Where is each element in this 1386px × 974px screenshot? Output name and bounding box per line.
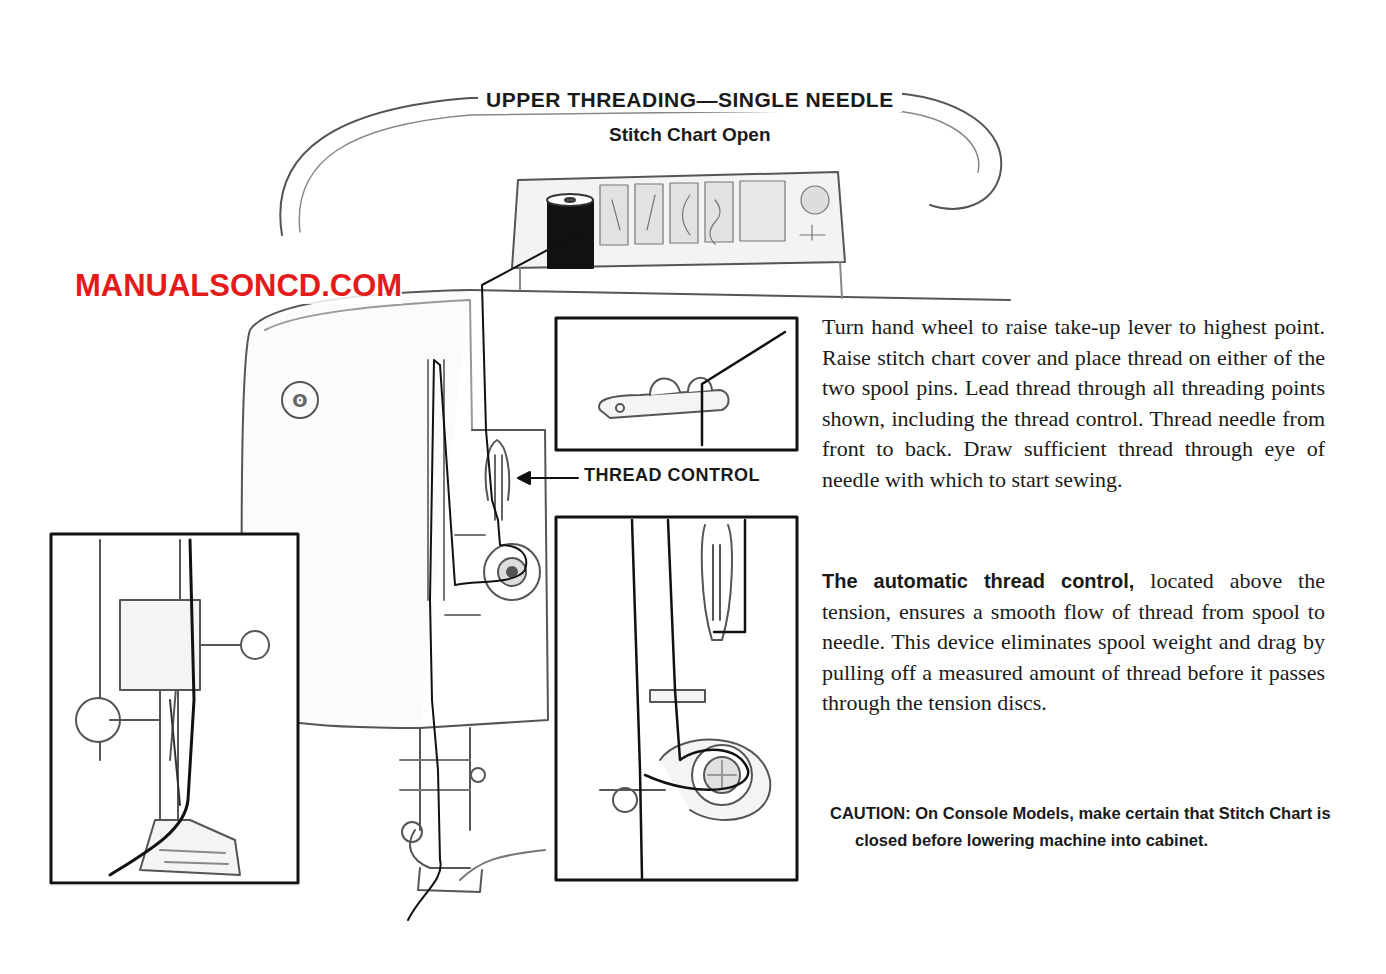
page-title: UPPER THREADING—SINGLE NEEDLE	[478, 88, 902, 112]
instruction-paragraph: Turn hand wheel to raise take-up lever t…	[822, 312, 1325, 495]
description-block: The automatic thread control, located ab…	[822, 566, 1325, 719]
svg-text:ʘ: ʘ	[292, 390, 307, 411]
caution-note: CAUTION: On Console Models, make certain…	[830, 800, 1355, 854]
subtitle: Stitch Chart Open	[603, 124, 777, 146]
watermark: MANUALSONCD.COM	[75, 268, 402, 304]
part-label: THREAD CONTROL	[581, 465, 763, 486]
space	[1134, 568, 1150, 593]
paragraph-heading: The automatic thread control,	[822, 570, 1134, 592]
